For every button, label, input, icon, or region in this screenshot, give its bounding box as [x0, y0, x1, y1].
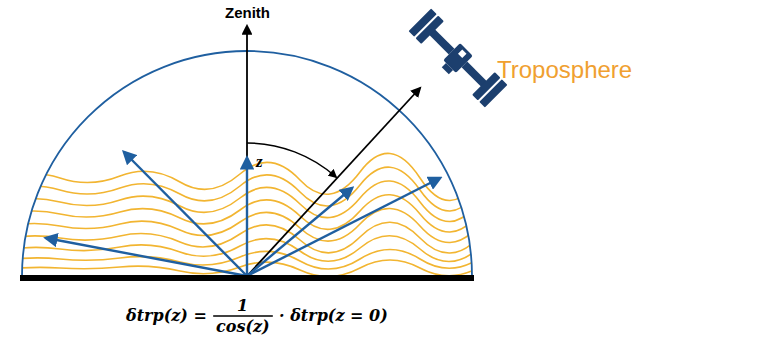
axis-label: Zenith: [225, 4, 270, 21]
satellite-ray: [247, 88, 420, 276]
angle-label: z: [256, 152, 263, 172]
formula-part: · δtrp(z = 0): [279, 307, 388, 325]
formula-part: 1: [237, 297, 248, 315]
fraction-bar: [213, 315, 273, 316]
satellite-icon: [407, 9, 507, 109]
ground: [20, 275, 474, 281]
zenith-axis: [246, 26, 248, 276]
formula-part: cos(z): [216, 318, 270, 336]
atmosphere-layers: [0, 153, 480, 276]
signal-paths: [46, 152, 440, 276]
formula-part: δtrp(z) =: [126, 307, 207, 325]
zenith-angle-arc: [247, 143, 336, 177]
layer-label: Troposphere: [497, 56, 632, 84]
